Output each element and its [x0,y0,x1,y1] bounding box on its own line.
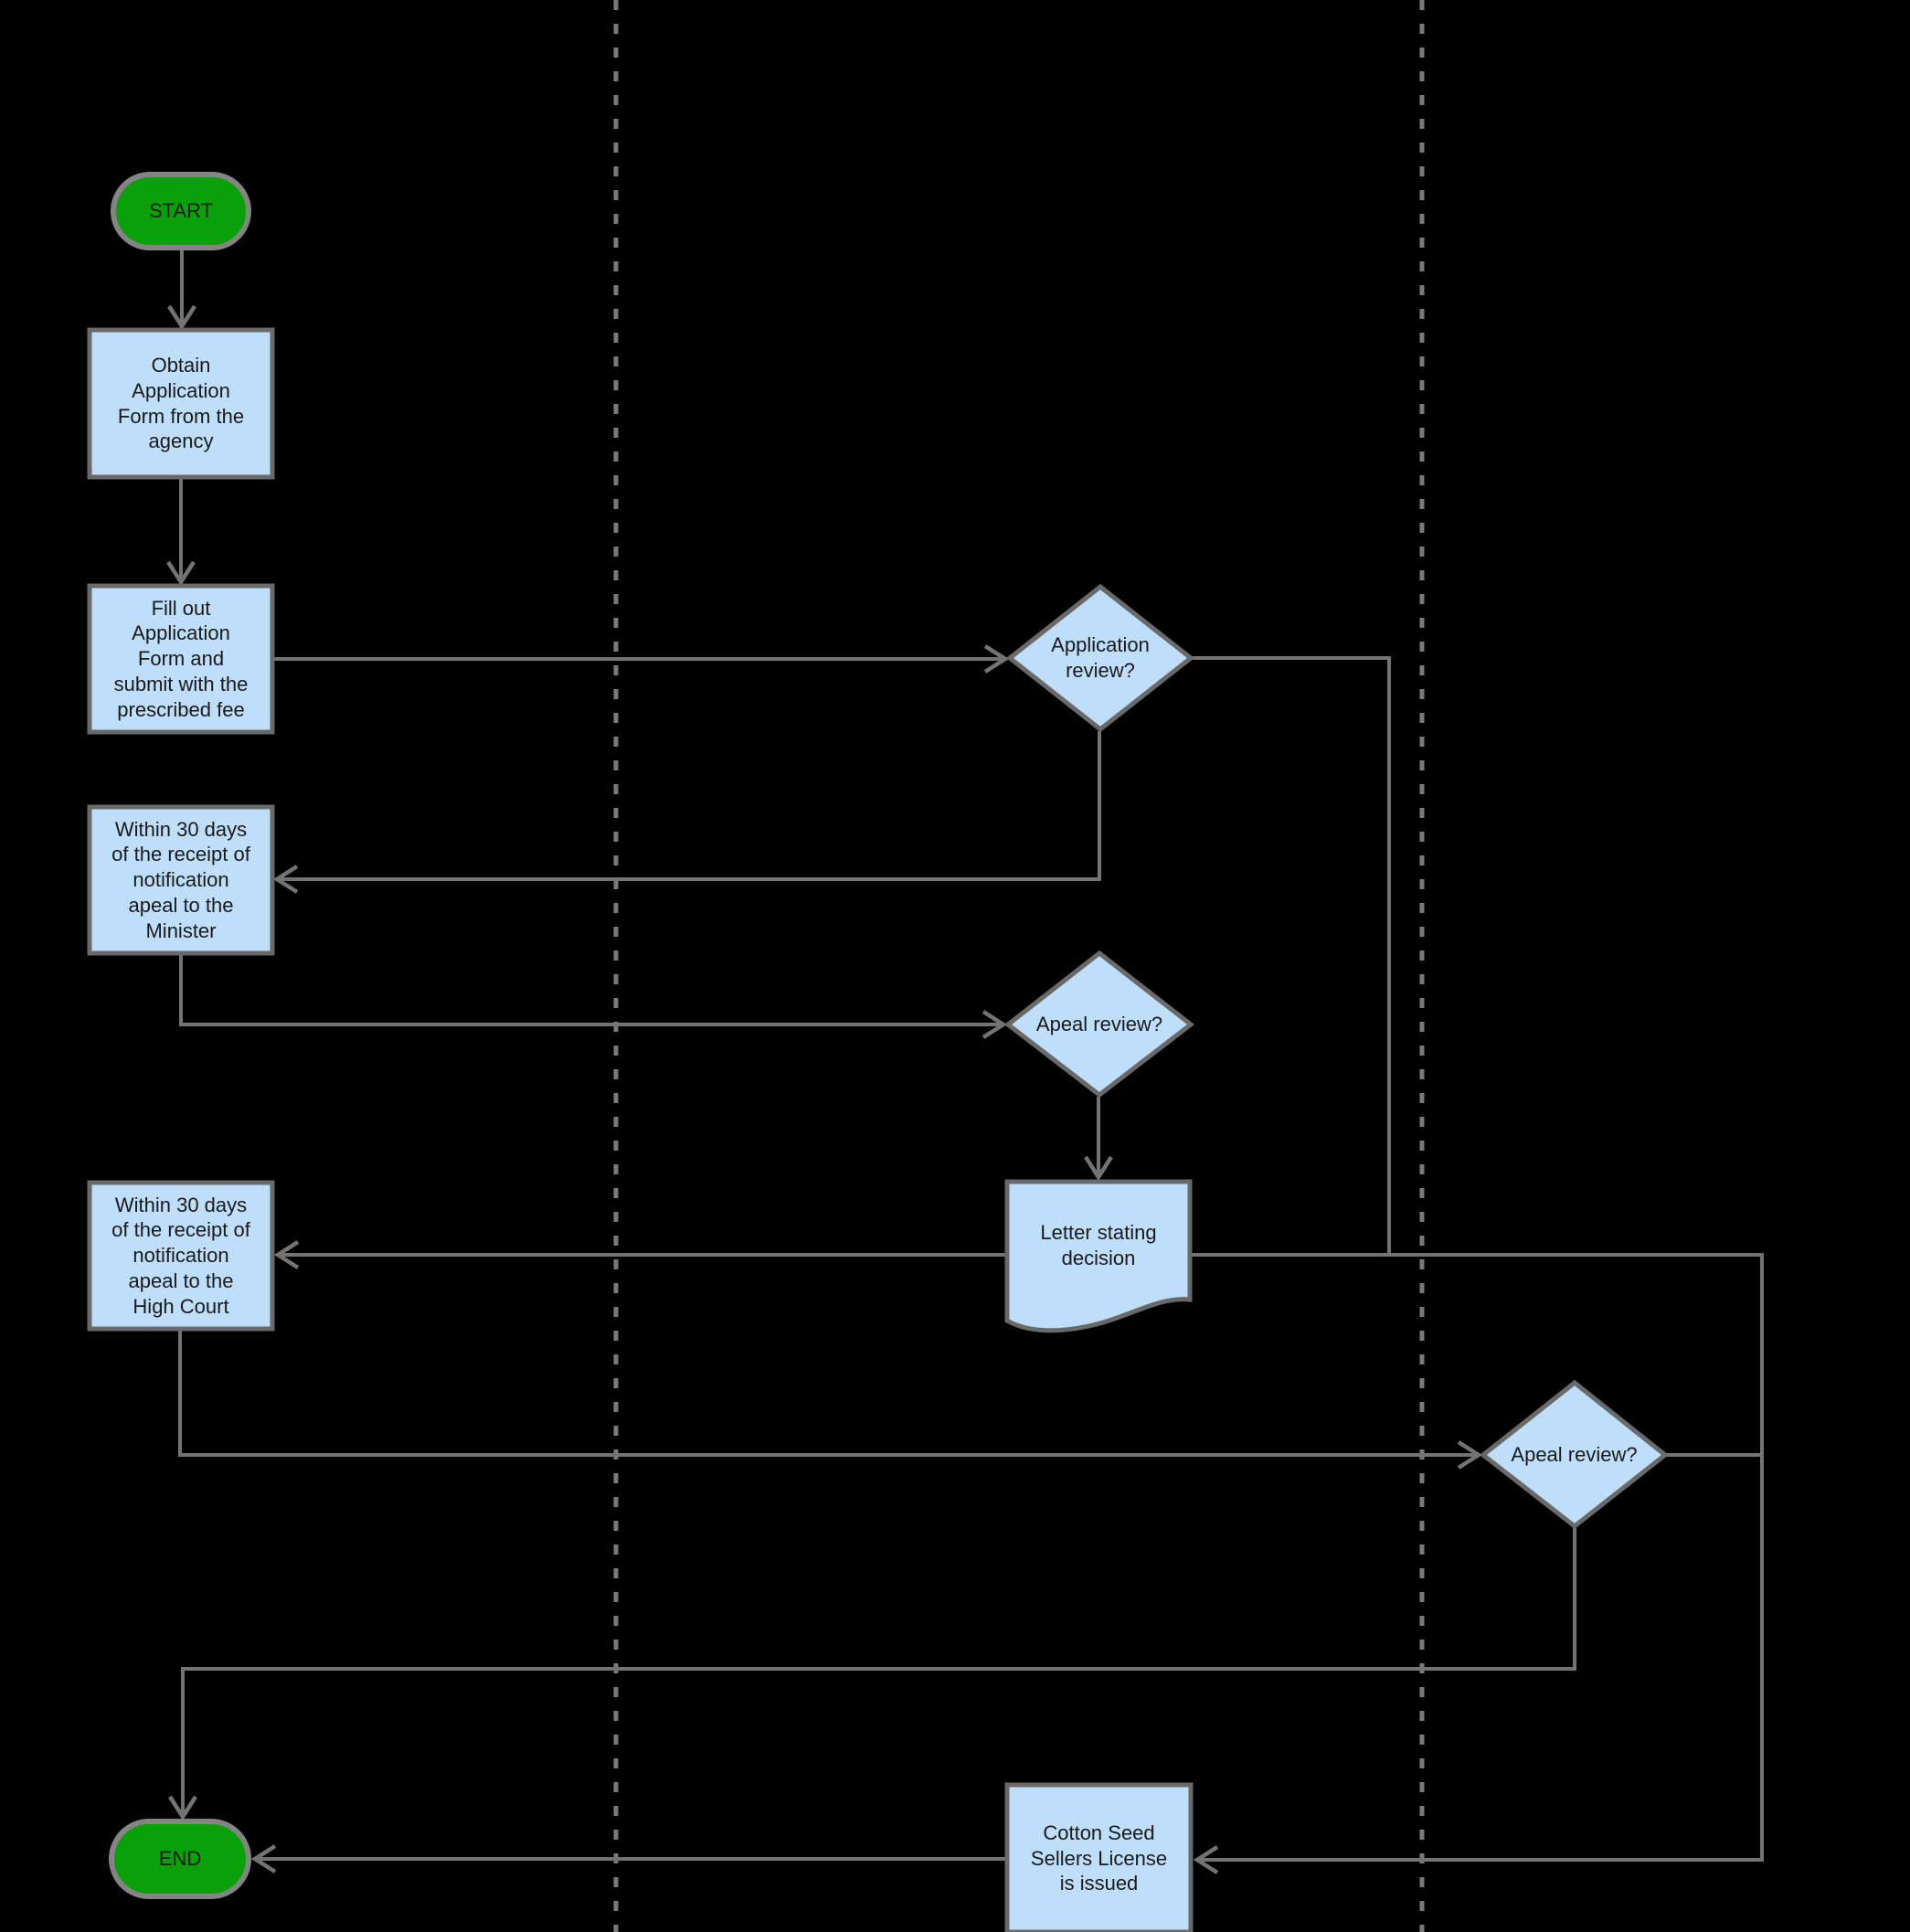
appeal-minister-shape [87,804,275,956]
letter-decision-document-shape [1004,1179,1193,1333]
application-review-diamond-shape [1005,583,1195,733]
node-license-issued-label: Cotton Seed Sellers License is issued [1030,1821,1168,1895]
node-start-label: START [148,199,214,223]
node-letter-decision[interactable]: Letter stating decision [1007,1182,1190,1310]
node-obtain-form[interactable]: Obtain Application Form from the agency [90,330,272,477]
node-end[interactable]: END [111,1821,249,1896]
obtain-form-shape [87,327,275,480]
connector-high-court-to-appeal-review-2 [178,1331,1483,1470]
connector-minister-to-appeal-review-1 [179,955,1008,1039]
node-application-review-label: Application review? [1051,633,1150,682]
end-terminal-shape [109,1819,251,1899]
node-letter-decision-label: Letter stating decision [1040,1221,1157,1269]
node-appeal-review-1[interactable]: Apeal review? [1008,953,1191,1095]
node-application-review[interactable]: Application review? [1010,587,1191,729]
node-appeal-minister-label: Within 30 days of the receipt of notific… [111,817,250,942]
appeal-high-court-shape [87,1180,275,1332]
node-appeal-review-2[interactable]: Apeal review? [1483,1383,1665,1526]
connector-appeal-review-2-to-end [168,1528,1576,1821]
node-appeal-high-court[interactable]: Within 30 days of the receipt of notific… [90,1183,272,1329]
node-fill-form-label: Fill out Application Form and submit wit… [113,596,249,721]
node-appeal-minister[interactable]: Within 30 days of the receipt of notific… [90,807,272,953]
node-fill-form[interactable]: Fill out Application Form and submit wit… [90,586,272,732]
fill-form-shape [87,583,275,735]
node-appeal-review-1-label: Apeal review? [1035,1012,1163,1035]
connector-to-license-issued [1191,1253,1764,1874]
start-terminal-shape [111,172,251,250]
node-appeal-review-2-label: Apeal review? [1511,1442,1638,1466]
node-appeal-high-court-label: Within 30 days of the receipt of notific… [111,1193,250,1318]
appeal-review-2-diamond-shape [1479,1379,1670,1530]
node-license-issued[interactable]: Cotton Seed Sellers License is issued [1007,1785,1191,1932]
node-start[interactable]: START [113,175,249,248]
appeal-review-1-diamond-shape [1003,950,1195,1099]
license-issued-shape [1004,1782,1194,1932]
node-obtain-form-label: Obtain Application Form from the agency [117,354,245,453]
connector-application-review-right-branch [1192,656,1391,1253]
node-end-label: END [158,1847,202,1871]
connector-application-review-to-minister [272,731,1101,894]
